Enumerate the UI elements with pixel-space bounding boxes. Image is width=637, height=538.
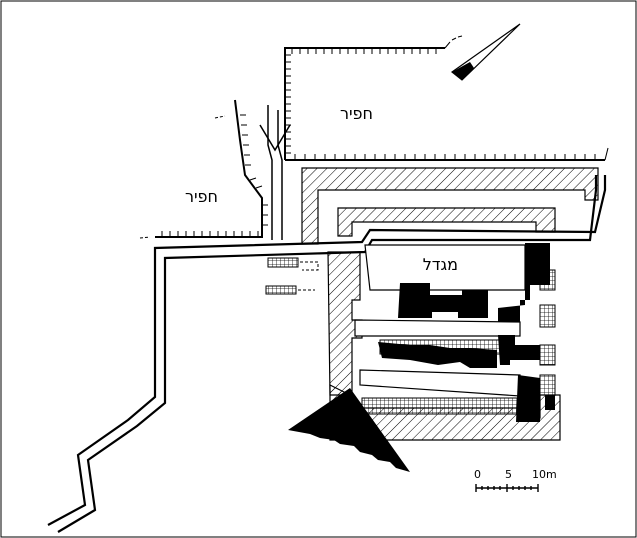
label-moat-north: חפיר bbox=[340, 104, 373, 123]
scale-tick-5: 5 bbox=[505, 468, 512, 481]
outer-rampart bbox=[301, 167, 599, 245]
label-tower: מגדל bbox=[423, 255, 458, 274]
tower-walls-solid bbox=[378, 243, 555, 422]
north-moat-edge bbox=[284, 35, 609, 161]
dashed-marks bbox=[298, 261, 319, 291]
scale-tick-0: 0 bbox=[474, 468, 481, 481]
label-moat-west: חפיר bbox=[185, 187, 218, 206]
north-arrow-icon bbox=[451, 23, 521, 81]
channel-lines bbox=[259, 105, 291, 240]
scale-bar: 0 5 10m bbox=[474, 468, 557, 492]
scale-tick-10: 10m bbox=[532, 468, 557, 481]
glacis-triangle bbox=[288, 388, 410, 472]
enclosure-wall bbox=[47, 175, 607, 533]
west-moat-edge bbox=[139, 99, 268, 239]
